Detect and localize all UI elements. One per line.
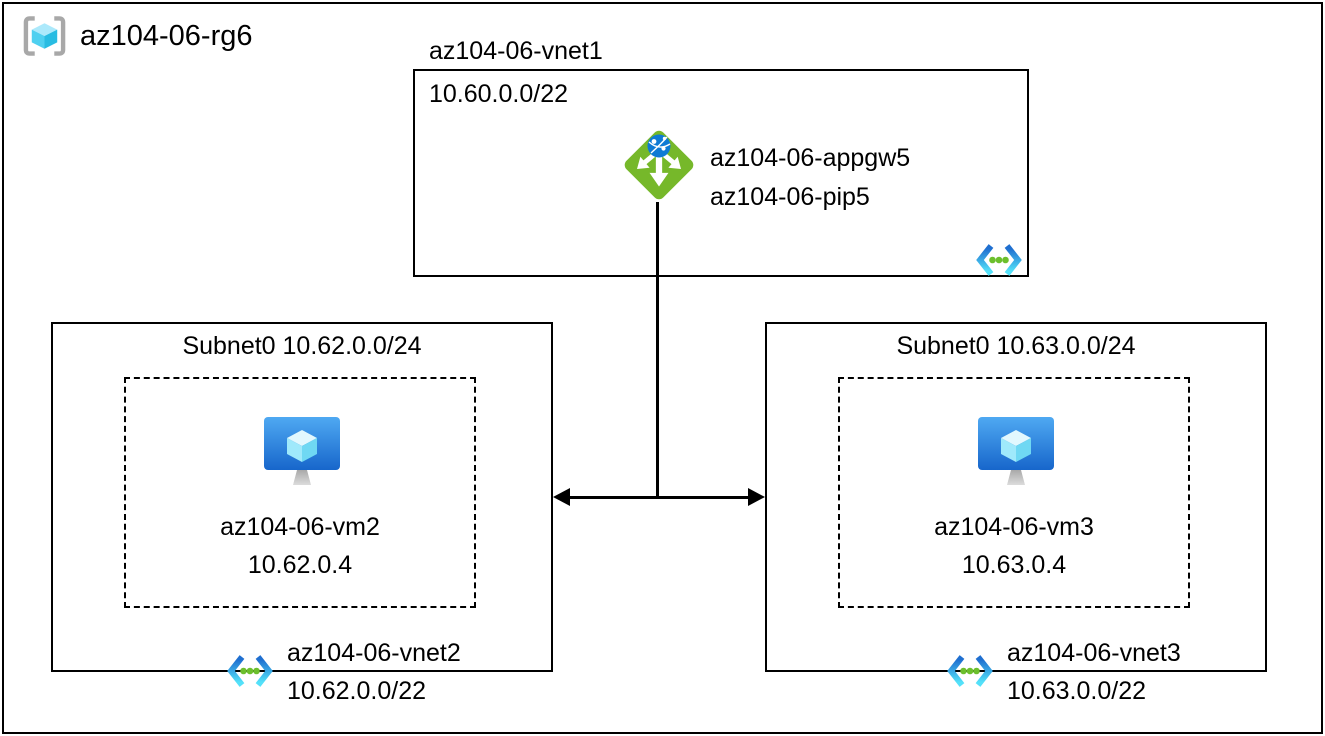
virtual-network-icon bbox=[227, 655, 273, 687]
left-vnet-name: az104-06-vnet2 bbox=[287, 639, 461, 667]
virtual-network-icon bbox=[976, 244, 1022, 276]
right-vnet-name: az104-06-vnet3 bbox=[1007, 639, 1181, 667]
appgw-public-ip: az104-06-pip5 bbox=[710, 183, 870, 211]
right-subnet-boundary bbox=[838, 377, 1190, 608]
virtual-machine-icon bbox=[264, 417, 340, 485]
right-vnet-box bbox=[765, 322, 1267, 672]
resource-group-header: az104-06-rg6 bbox=[22, 15, 253, 57]
left-subnet-label: Subnet0 10.62.0.0/24 bbox=[182, 332, 422, 360]
vnet1-address-space: 10.60.0.0/22 bbox=[429, 80, 569, 108]
left-vm-ip: 10.62.0.4 bbox=[247, 551, 353, 579]
vnet1-box bbox=[413, 69, 1029, 277]
vnet1-name: az104-06-vnet1 bbox=[429, 37, 603, 65]
peering-arrowhead-left bbox=[553, 488, 570, 506]
gateway-connector-line bbox=[656, 202, 659, 498]
right-vm-ip: 10.63.0.4 bbox=[961, 551, 1067, 579]
right-subnet-label: Subnet0 10.63.0.0/24 bbox=[896, 332, 1136, 360]
left-vnet-address-space: 10.62.0.0/22 bbox=[287, 677, 427, 705]
appgw-name: az104-06-appgw5 bbox=[710, 144, 911, 172]
left-vm-name: az104-06-vm2 bbox=[220, 513, 380, 541]
right-vnet-address-space: 10.63.0.0/22 bbox=[1007, 677, 1147, 705]
virtual-machine-icon bbox=[978, 417, 1054, 485]
peering-arrow-line bbox=[566, 496, 759, 499]
right-vm-name: az104-06-vm3 bbox=[934, 513, 1094, 541]
virtual-network-icon bbox=[947, 655, 993, 687]
peering-arrowhead-right bbox=[748, 488, 765, 506]
application-gateway-icon bbox=[624, 130, 694, 200]
left-subnet-boundary bbox=[124, 377, 476, 608]
resource-group-icon bbox=[23, 16, 66, 56]
left-vnet-box bbox=[51, 322, 553, 672]
resource-group-name: az104-06-rg6 bbox=[80, 20, 253, 52]
